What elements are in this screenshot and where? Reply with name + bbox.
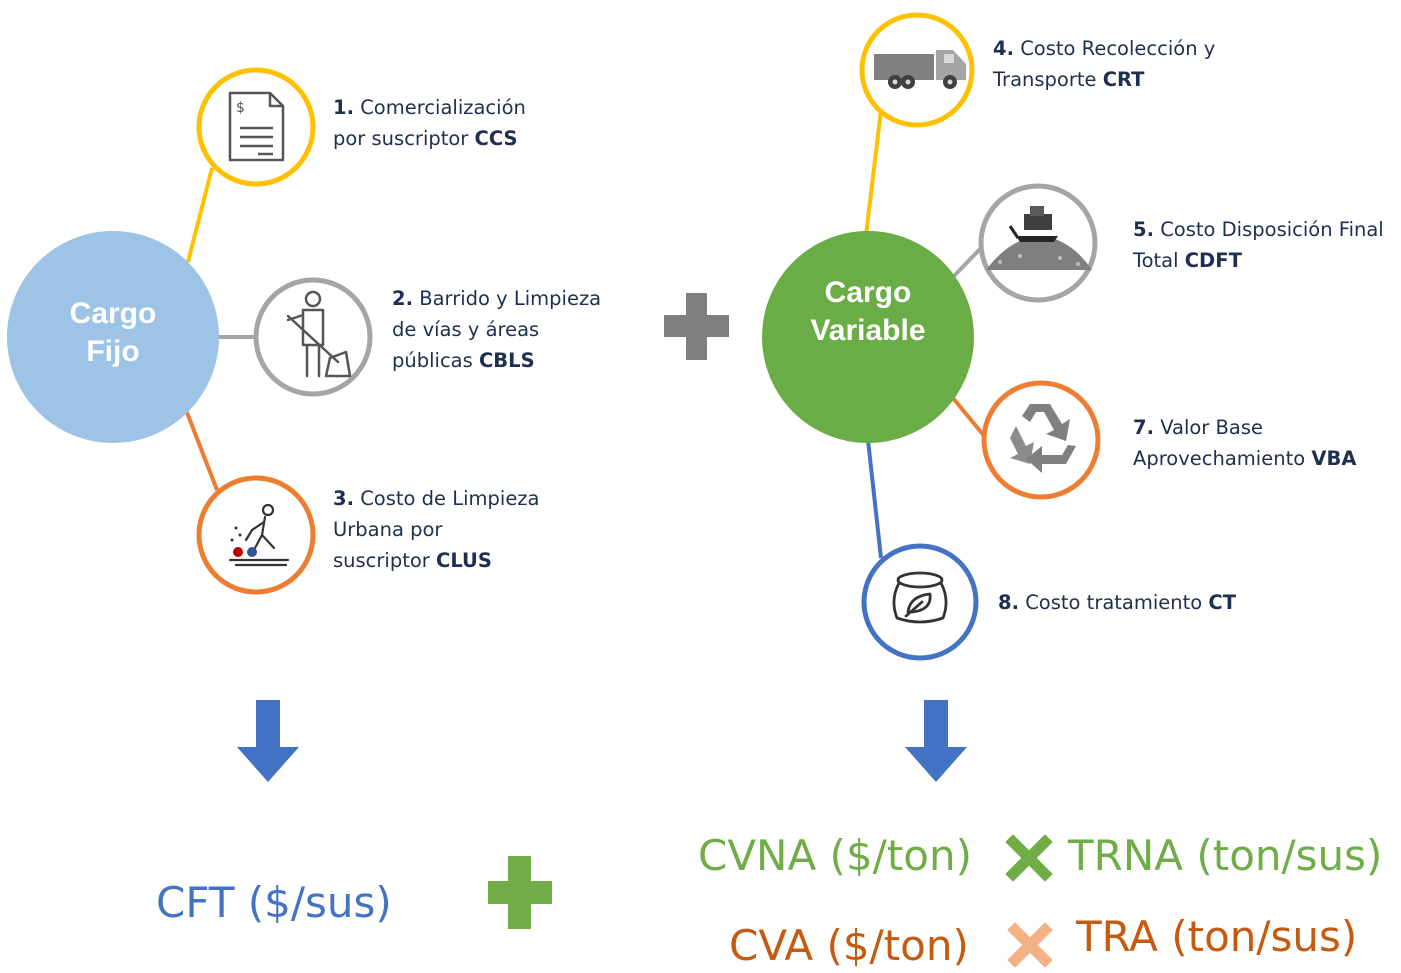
cargo-fijo-hub [7,231,219,443]
node-line: Costo de Limpieza [360,487,540,510]
node-line: Barrido y Limpieza [419,287,602,310]
multiply-icon-green [1005,834,1053,882]
node-label-cbls: 2. Barrido y Limpieza de vías y áreas pú… [392,283,601,376]
node-line: Aprovechamiento [1133,447,1312,470]
node-label-crt: 4. Costo Recolección y Transporte CRT [993,33,1215,95]
node-number: 8. [998,591,1019,614]
node-line: Transporte [993,68,1103,91]
cargo-variable-hub [762,231,974,443]
node-circle-clus [196,475,316,595]
node-line: Costo Disposición Final [1160,218,1384,241]
cargo-variable-label: Cargo Variable [778,274,958,350]
street-sweeper-icon [286,290,352,378]
node-line: Costo Recolección y [1020,37,1216,60]
node-number: 5. [1133,218,1154,241]
invoice-icon: $ [228,91,285,162]
cargo-fijo-line1: Cargo [69,297,157,330]
formula-cva: CVA ($/ton) [729,921,969,970]
node-line: de vías y áreas [392,318,540,341]
node-line: por suscriptor [333,127,475,150]
connector-crt [864,109,883,236]
cargo-fijo-line2: Fijo [86,335,140,368]
node-number: 1. [333,96,354,119]
formula-cvna: CVNA ($/ton) [698,831,972,880]
node-code: CRT [1102,68,1145,91]
recycle-icon [1010,404,1076,473]
node-code: VBA [1311,447,1357,470]
node-number: 2. [392,287,413,310]
urban-cleaning-icon [228,503,290,567]
garbage-truck-icon [874,50,966,89]
connector-clus [184,409,219,491]
connector-ccs [186,167,214,263]
multiply-icon-orange [1007,922,1053,968]
connector-ct [866,439,883,559]
node-line: Urbana por [333,518,443,541]
node-label-ccs: 1. Comercialización por suscriptor CCS [333,92,526,154]
node-line: Valor Base [1160,416,1264,439]
bulldozer-landfill-icon [986,206,1092,270]
cargo-variable-line1: Cargo [824,276,912,309]
plus-icon-top [664,293,729,360]
node-code: CLUS [436,549,492,572]
node-number: 3. [333,487,354,510]
node-code: CCS [474,127,518,150]
node-line: públicas [392,349,479,372]
node-circle-vba [981,380,1101,500]
node-label-vba: 7. Valor Base Aprovechamiento VBA [1133,412,1356,474]
node-number: 7. [1133,416,1154,439]
node-label-ct: 8. Costo tratamiento CT [998,587,1236,618]
cargo-variable-line2: Variable [810,314,926,347]
node-line: suscriptor [333,549,437,572]
node-code: CT [1208,591,1237,614]
node-code: CBLS [478,349,535,372]
cargo-fijo-label: Cargo Fijo [33,295,193,371]
connector-cdft [950,245,984,280]
compost-bag-icon [892,571,948,624]
down-arrow-right [905,700,967,782]
down-arrow-left [237,700,299,782]
node-label-cdft: 5. Costo Disposición Final Total CDFT [1133,214,1384,276]
node-circle-cbls [253,277,373,397]
connector-vba [951,396,987,439]
formula-tra: TRA (ton/sus) [1076,912,1358,961]
formula-cft: CFT ($/sus) [156,878,392,927]
node-label-clus: 3. Costo de Limpieza Urbana por suscript… [333,483,540,576]
plus-icon-bottom [488,856,552,929]
node-line: Comercialización [360,96,526,119]
node-number: 4. [993,37,1014,60]
formula-trna: TRNA (ton/sus) [1068,831,1383,880]
svg-text:$: $ [236,100,245,116]
node-line: Total [1133,249,1185,272]
node-line: Costo tratamiento [1025,591,1209,614]
node-code: CDFT [1184,249,1242,272]
